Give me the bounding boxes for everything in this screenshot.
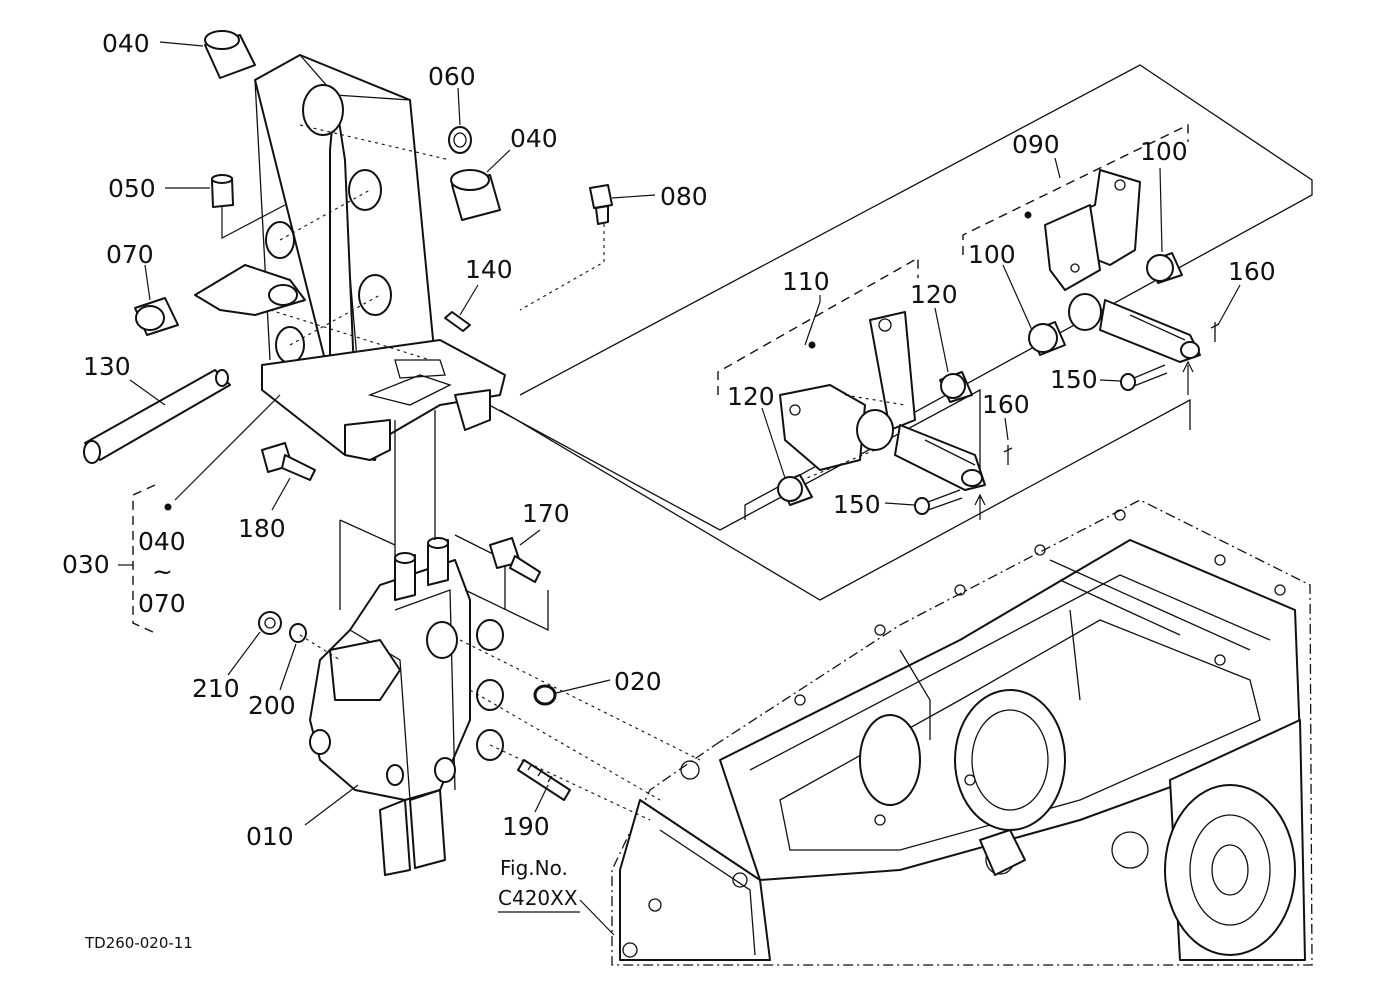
- bracket-110: [717, 256, 919, 395]
- callout-100-right: 100: [1140, 137, 1188, 166]
- bushing-040-top: [204, 30, 256, 79]
- reference-line-outer: [499, 398, 1191, 601]
- control-valve: [309, 410, 549, 876]
- callout-170: 170: [522, 499, 570, 528]
- lever-assembly-090: [1044, 169, 1201, 363]
- bushing-100-right: [1146, 252, 1183, 284]
- callout-090: 090: [1012, 130, 1060, 159]
- callout-040-mid: 040: [510, 124, 558, 153]
- callout-080: 080: [660, 182, 708, 211]
- bolt-180: [261, 442, 316, 481]
- clip-160-lower: [1003, 445, 1013, 465]
- assembly-dot-090: [1024, 211, 1032, 219]
- callout-130: 130: [83, 352, 131, 381]
- callout-030-range-from: 040: [138, 527, 186, 556]
- callout-150-upper: 150: [1050, 365, 1098, 394]
- figure-ref-label: Fig.No.: [500, 856, 568, 880]
- callout-020: 020: [614, 667, 662, 696]
- callout-140: 140: [465, 255, 513, 284]
- bushing-060: [448, 126, 472, 154]
- callout-030-range-to: 070: [138, 589, 186, 618]
- lever-bracket: [194, 54, 506, 461]
- drawing-id: TD260-020-11: [84, 934, 193, 952]
- bolt-080: [519, 184, 613, 311]
- pin-140: [444, 311, 471, 332]
- assembly-dot-110: [808, 341, 816, 349]
- callout-190: 190: [502, 812, 550, 841]
- transmission-case: [611, 499, 1313, 966]
- callout-060: 060: [428, 62, 476, 91]
- figure-ref-number: C420XX: [498, 886, 578, 910]
- o-ring-020: [533, 684, 557, 706]
- shaft-130: [83, 369, 231, 464]
- callout-030: 030: [62, 550, 110, 579]
- bushing-120-lower: [777, 474, 813, 506]
- callout-150-lower: 150: [833, 490, 881, 519]
- callout-010: 010: [246, 822, 294, 851]
- stud-190: [517, 759, 571, 801]
- pin-050: [211, 174, 234, 208]
- nut-210: [258, 611, 282, 635]
- reference-line-upper: [519, 64, 1313, 520]
- bolt-170: [489, 537, 541, 583]
- callout-100-left: 100: [968, 240, 1016, 269]
- callout-030-range-tilde: ~: [152, 557, 173, 586]
- bushing-070: [134, 297, 179, 336]
- assembly-dot-030: [164, 503, 172, 511]
- bushing-100-left: [1028, 321, 1066, 356]
- callout-210: 210: [192, 674, 240, 703]
- leader-lines: [118, 41, 1241, 936]
- callout-120-lower: 120: [727, 382, 775, 411]
- alignment-lines-valve: [299, 634, 701, 821]
- bracket-090: [962, 123, 1189, 255]
- callout-200: 200: [248, 691, 296, 720]
- washer-200: [289, 623, 307, 643]
- callout-120-upper: 120: [910, 280, 958, 309]
- clip-160-upper: [1210, 322, 1220, 342]
- bushing-040-mid: [450, 169, 501, 221]
- pin-150-upper: [1120, 364, 1168, 391]
- lever-assembly-110: [779, 311, 986, 491]
- callout-160-upper: 160: [1228, 257, 1276, 286]
- callout-070: 070: [106, 240, 154, 269]
- callout-180: 180: [238, 514, 286, 543]
- callout-110: 110: [782, 267, 830, 296]
- bushing-120-upper: [939, 371, 973, 403]
- pin-150-lower: [914, 489, 963, 515]
- callout-160-lower: 160: [982, 390, 1030, 419]
- callout-040-top: 040: [102, 29, 150, 58]
- callout-050: 050: [108, 174, 156, 203]
